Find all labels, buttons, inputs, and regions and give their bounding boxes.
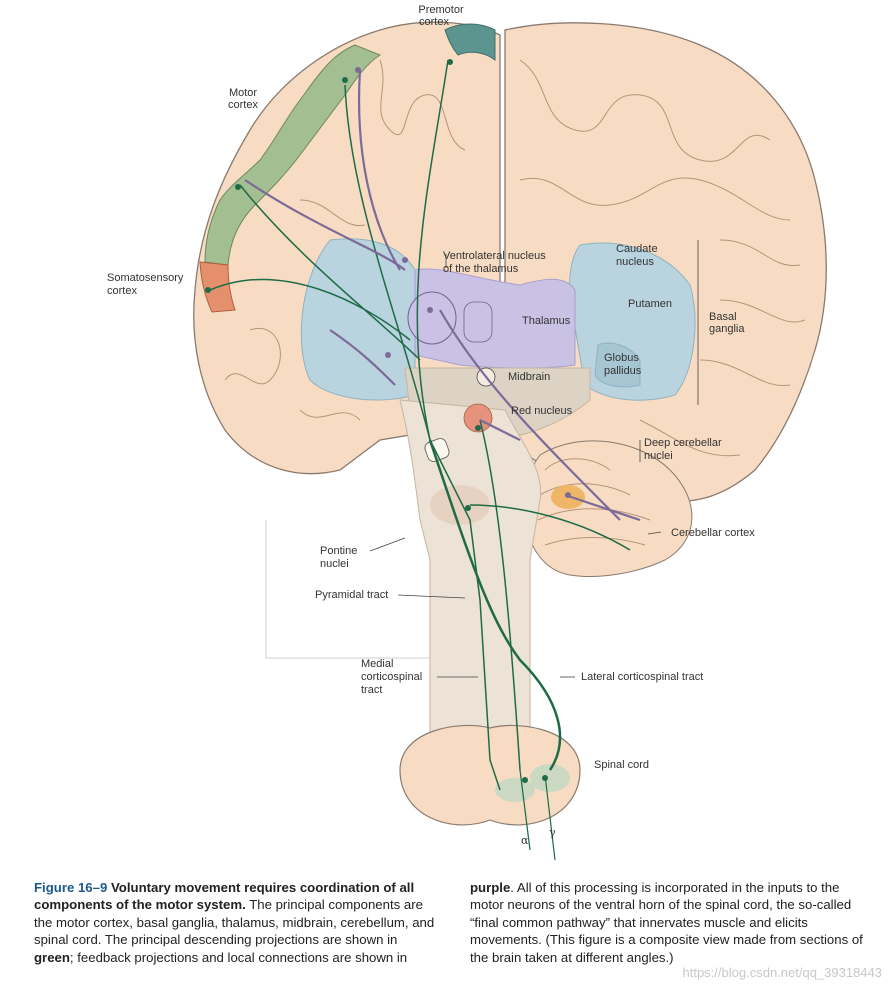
ventrolateral-nucleus <box>407 291 457 345</box>
neuron-cell-bodies <box>205 59 548 783</box>
label-motor-l1: Motor <box>229 87 257 99</box>
label-somato-l2: cortex <box>107 285 137 297</box>
label-vl-l1: Ventrolateral nucleus <box>443 250 546 262</box>
label-basal-l2: ganglia <box>709 323 745 335</box>
figure-caption: Figure 16–9 Voluntary movement requires … <box>34 879 874 979</box>
pontine-nuclei <box>430 485 490 525</box>
motor-system-diagram: Premotor cortex Motor cortex Somatosenso… <box>107 4 827 861</box>
label-pontine-l1: Pontine <box>320 545 357 557</box>
brainstem-inset-frame <box>265 520 468 659</box>
label-leader-lines <box>369 240 699 678</box>
label-deep-cb-l1: Deep cerebellar <box>644 437 722 449</box>
globus-pallidus <box>594 342 641 388</box>
label-alpha: α <box>521 834 529 847</box>
caption-body-3: . All of this processing is incorporated… <box>470 880 863 965</box>
label-globus-l1: Globus <box>604 352 639 364</box>
label-lateral-tract: Lateral corticospinal tract <box>581 671 703 683</box>
watermark-url: https://blog.csdn.net/qq_39318443 <box>682 965 883 980</box>
brainstem <box>399 399 542 741</box>
thalamus-region <box>414 268 576 369</box>
right-gyri <box>519 59 806 457</box>
label-deep-cb-l2: nuclei <box>644 450 673 462</box>
label-pyramidal-tract: Pyramidal tract <box>315 589 388 601</box>
premotor-cortex-region <box>444 23 496 62</box>
label-putamen: Putamen <box>628 298 672 310</box>
label-caudate-l2: nucleus <box>616 256 654 268</box>
label-cerebellar-cortex: Cerebellar cortex <box>671 527 755 539</box>
label-midbrain: Midbrain <box>508 371 550 383</box>
red-nucleus <box>463 403 493 433</box>
caption-column-left: Figure 16–9 Voluntary movement requires … <box>34 879 876 979</box>
label-thalamus: Thalamus <box>522 315 571 327</box>
label-medial-l2: corticospinal <box>361 671 422 683</box>
label-pontine-l2: nuclei <box>320 558 349 570</box>
caption-body-2: ; feedback projections and local connect… <box>69 949 408 965</box>
label-vl-l2: of the thalamus <box>443 263 519 275</box>
label-premotor-l2: cortex <box>419 16 449 28</box>
label-basal-l1: Basal <box>709 311 737 323</box>
left-gyri <box>224 59 466 421</box>
spinal-cord-section <box>399 724 581 826</box>
label-medial-l1: Medial <box>361 658 393 670</box>
label-motor-l2: cortex <box>228 99 258 111</box>
label-premotor-l1: Premotor <box>418 4 464 16</box>
descending-projections <box>209 59 631 861</box>
label-globus-l2: pallidus <box>604 365 642 377</box>
thalamic-subnucleus <box>463 301 493 343</box>
caption-green-word: green <box>34 949 70 965</box>
label-gamma: γ <box>549 826 556 839</box>
spinal-gray-right <box>530 764 570 792</box>
feedback-cell-bodies <box>355 67 571 498</box>
basal-ganglia-left <box>300 238 416 401</box>
label-medial-l3: tract <box>361 684 382 696</box>
label-caudate-l1: Caudate <box>616 243 658 255</box>
label-somato-l1: Somatosensory <box>107 272 184 284</box>
feedback-projections <box>244 69 641 522</box>
caption-purple-word: purple <box>470 880 511 895</box>
caption-figure-number: Figure 16–9 <box>34 880 108 895</box>
spinal-gray-left <box>495 778 535 802</box>
caption-body-1: The principal components are the motor c… <box>34 897 435 948</box>
label-spinal-cord: Spinal cord <box>594 759 649 771</box>
label-red-nucleus: Red nucleus <box>511 405 573 417</box>
caption-title: Voluntary movement requires coordination… <box>34 880 415 913</box>
